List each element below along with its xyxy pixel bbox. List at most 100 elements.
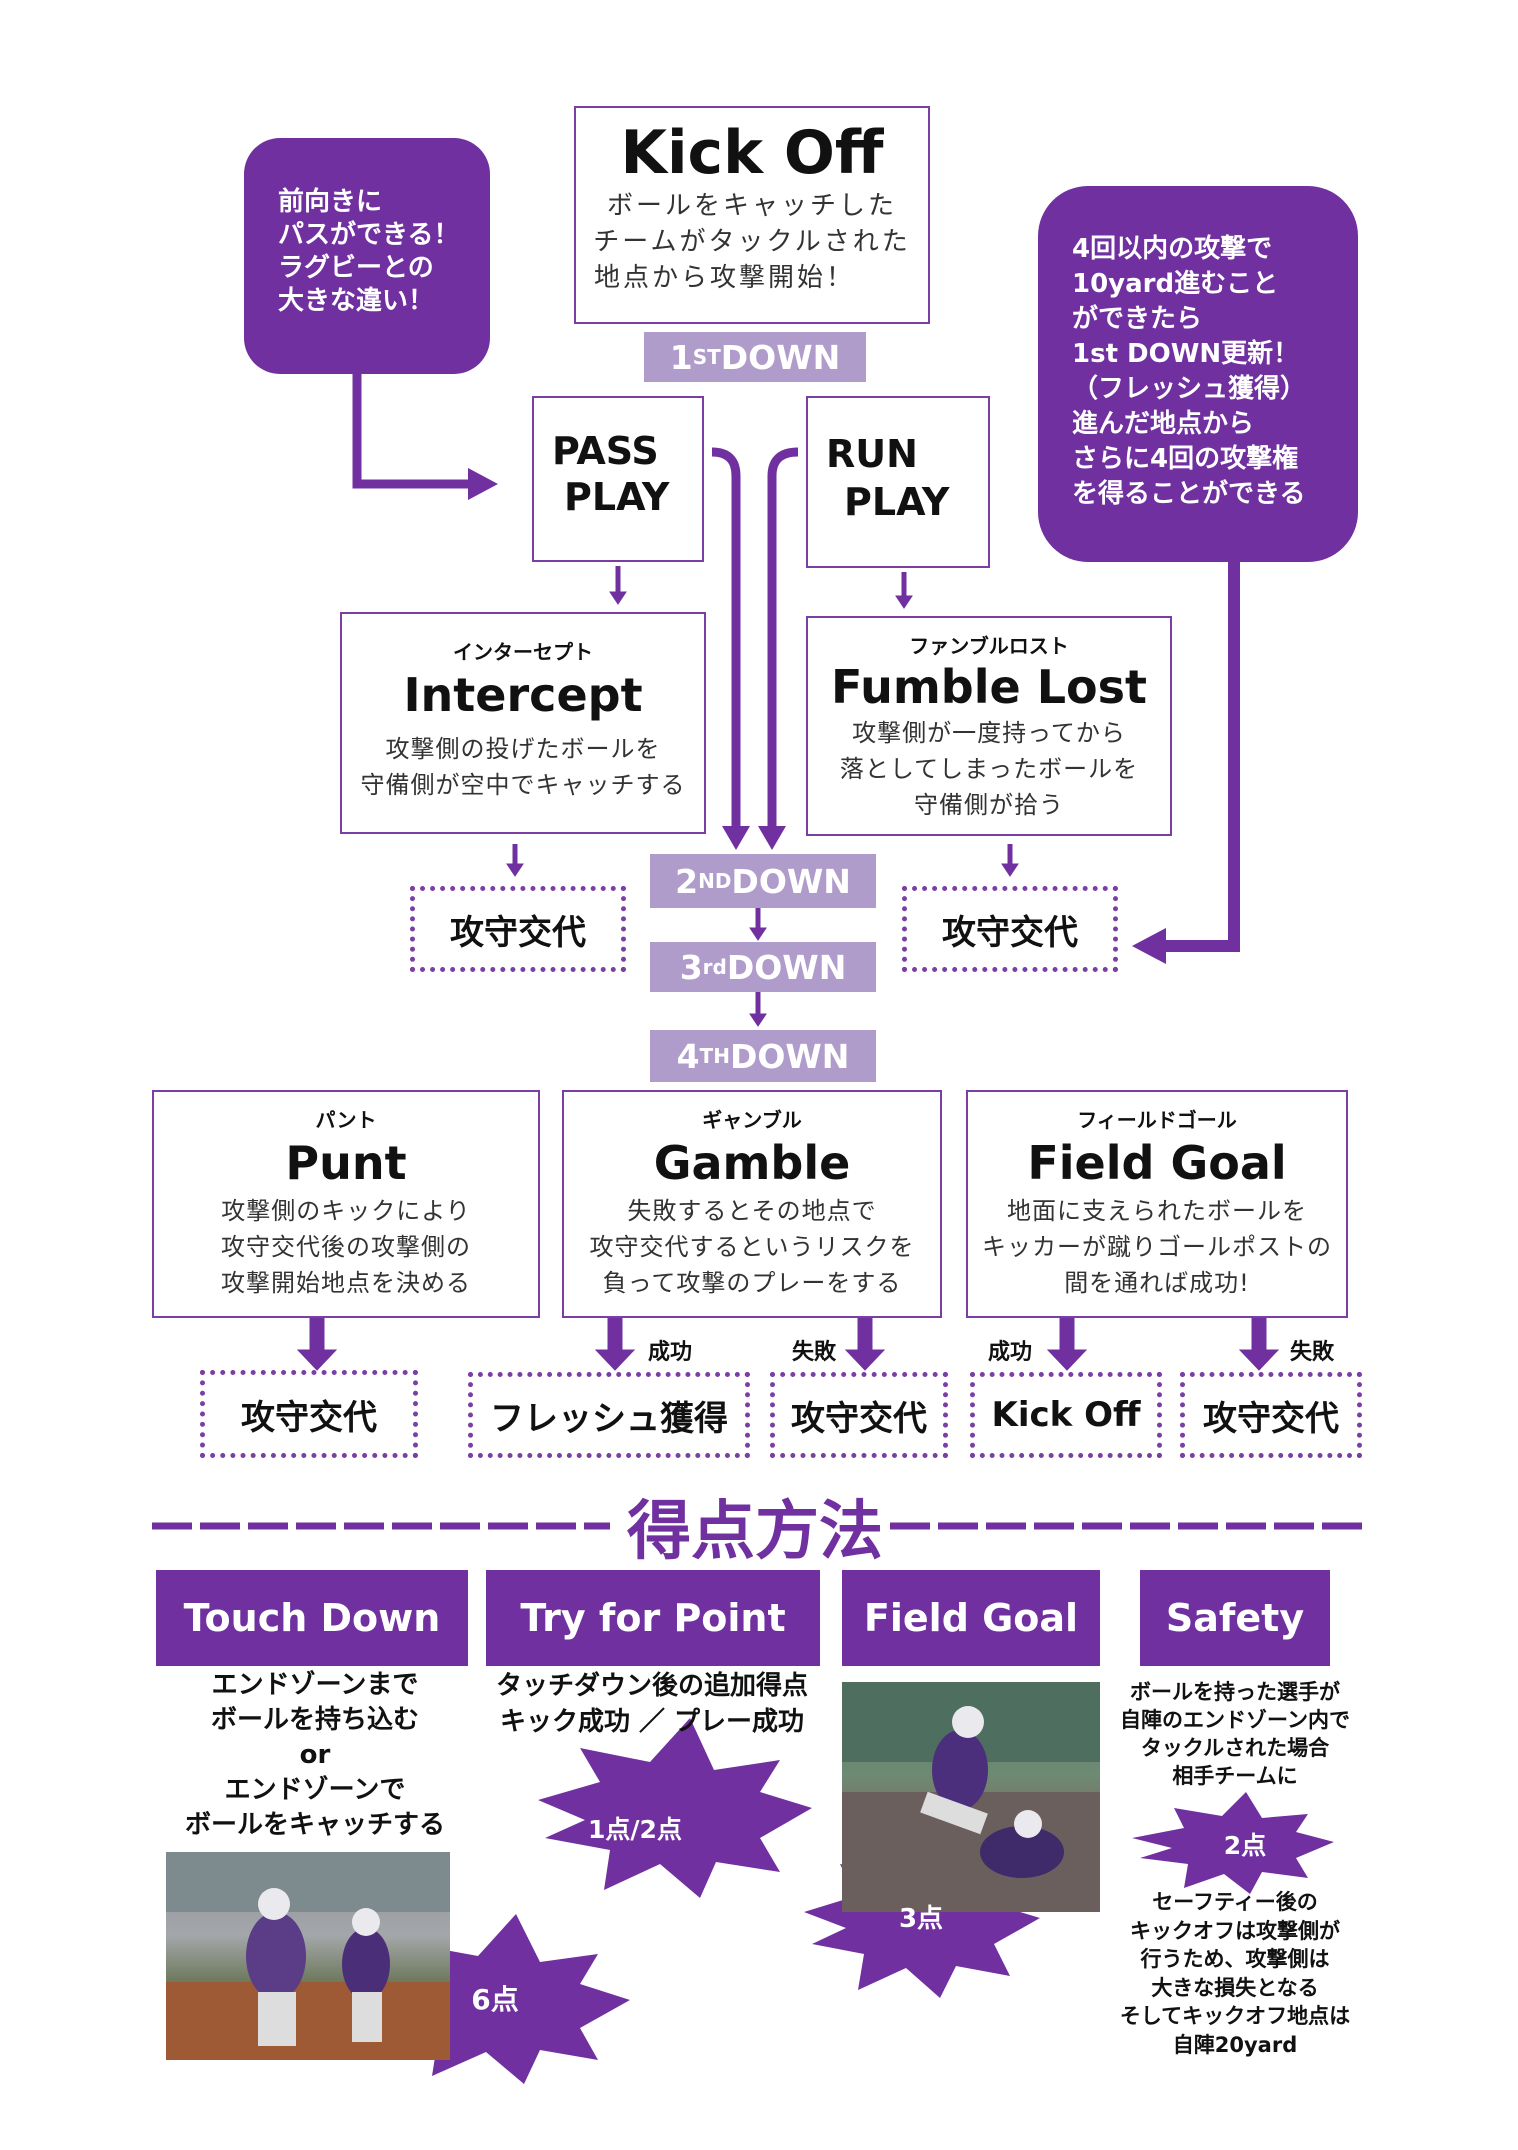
fumble-box: ファンブルロスト Fumble Lost 攻撃側が一度持ってから 落としてしまっ… bbox=[806, 616, 1172, 836]
punt-desc-2: 攻守交代後の攻撃側の bbox=[221, 1233, 471, 1261]
down-num: 1 bbox=[669, 337, 693, 377]
down-num: 4 bbox=[676, 1036, 700, 1076]
kickoff-desc-1: ボールをキャッチした bbox=[606, 191, 897, 221]
pass-play-box: PASS PLAY bbox=[532, 396, 704, 562]
fieldgoal-ruby: フィールドゴール bbox=[1077, 1108, 1237, 1132]
gamble-success-label: 成功 bbox=[648, 1340, 693, 1365]
td-line: ボールを持ち込む bbox=[210, 1705, 419, 1735]
intercept-title: Intercept bbox=[403, 668, 643, 722]
note-line: （フレッシュ獲得） bbox=[1072, 374, 1307, 404]
punt-desc-1: 攻撃側のキックにより bbox=[221, 1197, 471, 1225]
down-sup: ST bbox=[692, 345, 721, 369]
safety-line2: キックオフは攻撃側が bbox=[1130, 1918, 1340, 1943]
down-sup: TH bbox=[699, 1044, 730, 1068]
touchdown-photo bbox=[166, 1852, 450, 2060]
fieldgoal-desc-3: 間を通れば成功! bbox=[1064, 1269, 1250, 1297]
kickoff-desc-3: 地点から攻撃開始！ bbox=[594, 263, 856, 293]
punt-title: Punt bbox=[285, 1136, 407, 1190]
safety-line2: そしてキックオフ地点は bbox=[1119, 2004, 1351, 2028]
tfp-line: タッチダウン後の追加得点 bbox=[495, 1671, 808, 1701]
fieldgoal-title: Field Goal bbox=[1027, 1136, 1287, 1190]
intercept-desc-1: 攻撃側の投げたボールを bbox=[385, 735, 661, 763]
run-play-box: RUN PLAY bbox=[806, 396, 990, 568]
note-line: 1st DOWN更新！ bbox=[1072, 339, 1300, 369]
pass-note-bubble: 前向きに パスができる！ ラグビーとの 大きな違い！ bbox=[244, 138, 490, 374]
note-line: 進んだ地点から bbox=[1072, 409, 1255, 439]
intercept-box: インターセプト Intercept 攻撃側の投げたボールを 守備側が空中でキャッ… bbox=[340, 612, 706, 834]
turnover-gamble: 攻守交代 bbox=[770, 1372, 948, 1458]
safety-line2: 行うため、攻撃側は bbox=[1140, 1947, 1330, 1971]
punt-desc-3: 攻撃開始地点を決める bbox=[221, 1269, 471, 1297]
gamble-box: ギャンブル Gamble 失敗するとその地点で 攻守交代するというリスクを 負っ… bbox=[562, 1090, 942, 1318]
run-play-line2: PLAY bbox=[844, 480, 950, 524]
arrow-pass-to-2nd bbox=[711, 447, 741, 830]
pass-note-line: 前向きに bbox=[278, 187, 383, 217]
touchdown-desc: エンドゾーンまで ボールを持ち込む or エンドゾーンで ボールをキャッチする bbox=[160, 1668, 470, 1843]
fieldgoal-photo bbox=[842, 1682, 1100, 1912]
td-line: エンドゾーンで bbox=[224, 1775, 406, 1805]
fumble-title: Fumble Lost bbox=[830, 660, 1147, 714]
fumble-desc-2: 落としてしまったボールを bbox=[839, 755, 1139, 783]
gamble-ruby: ギャンブル bbox=[702, 1108, 802, 1132]
burst-2pt bbox=[1132, 1792, 1334, 1894]
score-safety-title: Safety bbox=[1140, 1570, 1330, 1666]
note-line: ができたら bbox=[1072, 304, 1203, 334]
score-fg-title: Field Goal bbox=[842, 1570, 1100, 1666]
down-sup: ND bbox=[698, 869, 732, 893]
safety-line2: 自陣20yard bbox=[1172, 2032, 1298, 2057]
down-sup: rd bbox=[702, 955, 727, 979]
td-line: ボールをキャッチする bbox=[184, 1810, 445, 1840]
safety-line: 自陣のエンドゾーン内で bbox=[1120, 1708, 1350, 1732]
score-touchdown-title: Touch Down bbox=[156, 1570, 468, 1666]
down-text: DOWN bbox=[726, 947, 847, 987]
tfp-line: キック成功 ／ プレー成功 bbox=[499, 1707, 805, 1737]
safety-desc: ボールを持った選手が 自陣のエンドゾーン内で タックルされた場合 相手チームに bbox=[1100, 1678, 1370, 1790]
burst-1-2pt bbox=[538, 1718, 812, 1898]
td-line: or bbox=[299, 1740, 331, 1770]
safety-line: タックルされた場合 bbox=[1140, 1736, 1330, 1760]
fg-success-label: 成功 bbox=[988, 1340, 1033, 1365]
fresh-gamble: フレッシュ獲得 bbox=[468, 1372, 750, 1458]
kickoff-box: Kick Off ボールをキャッチした チームがタックルされた 地点から攻撃開始… bbox=[574, 106, 930, 324]
arrow-run-to-2nd bbox=[767, 447, 799, 830]
kickoff-desc-2: チームがタックルされた bbox=[593, 227, 911, 257]
down-text: DOWN bbox=[729, 1036, 850, 1076]
fg-points: 3点 bbox=[898, 1904, 944, 1934]
gamble-title: Gamble bbox=[653, 1136, 851, 1190]
pass-note-line: ラグビーとの bbox=[278, 253, 434, 283]
down-num: 3 bbox=[679, 947, 703, 987]
pass-play-line2: PLAY bbox=[564, 475, 670, 519]
intercept-ruby: インターセプト bbox=[453, 640, 593, 664]
td-players-graphic bbox=[166, 1852, 450, 2060]
arrow-head bbox=[468, 468, 498, 500]
scoring-title: 得点方法 bbox=[627, 1495, 883, 1569]
first-down-note-bubble: 4回以内の攻撃で 10yard進むこと ができたら 1st DOWN更新！ （フ… bbox=[1038, 186, 1358, 562]
down-num: 2 bbox=[675, 861, 699, 901]
down-text: DOWN bbox=[731, 861, 851, 901]
note-line: 10yard進むこと bbox=[1072, 269, 1279, 299]
note-line: を得ることができる bbox=[1072, 479, 1306, 509]
fg-players-graphic bbox=[842, 1682, 1100, 1912]
turnover-fg: 攻守交代 bbox=[1180, 1372, 1362, 1458]
pass-note-line: 大きな違い！ bbox=[278, 286, 435, 316]
arrow-note-to-turnover bbox=[1160, 562, 1240, 952]
td-line: エンドゾーンまで bbox=[211, 1670, 419, 1700]
fumble-ruby: ファンブルロスト bbox=[909, 634, 1069, 658]
tfp-points: 1点/2点 bbox=[588, 1815, 682, 1844]
pass-play-line1: PASS bbox=[552, 429, 659, 473]
safety-line: 相手チームに bbox=[1172, 1764, 1298, 1788]
run-play-line1: RUN bbox=[826, 432, 918, 476]
punt-ruby: パント bbox=[315, 1108, 377, 1132]
safety-line2: 大きな損失となる bbox=[1151, 1975, 1319, 2000]
safety-line: ボールを持った選手が bbox=[1130, 1680, 1340, 1704]
kickoff-fg: Kick Off bbox=[970, 1372, 1162, 1458]
fieldgoal-box: フィールドゴール Field Goal 地面に支えられたボールを キッカーが蹴り… bbox=[966, 1090, 1348, 1318]
turnover-punt: 攻守交代 bbox=[200, 1370, 418, 1458]
safety-points: 2点 bbox=[1223, 1831, 1267, 1860]
fumble-desc-1: 攻撃側が一度持ってから bbox=[852, 719, 1126, 747]
turnover-intercept: 攻守交代 bbox=[410, 886, 626, 972]
